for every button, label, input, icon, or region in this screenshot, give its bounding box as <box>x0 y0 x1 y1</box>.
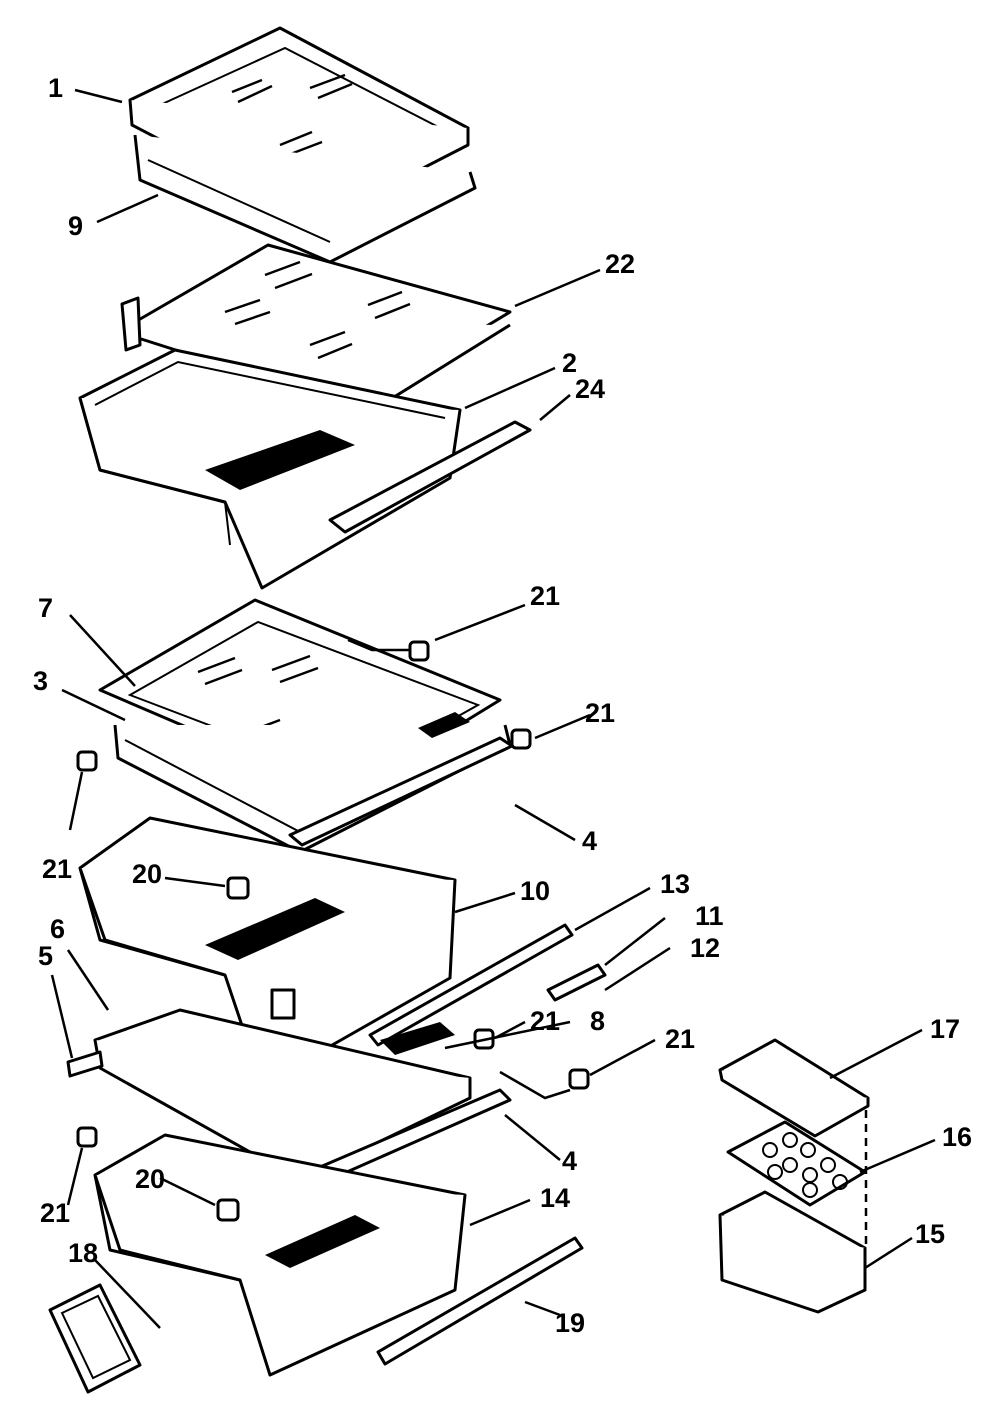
callout-21-b: 21 <box>585 698 615 728</box>
callout-5: 5 <box>38 941 53 971</box>
callout-21-c: 21 <box>42 854 72 884</box>
callout-16: 16 <box>942 1122 972 1152</box>
part-13-rail <box>368 923 574 1047</box>
callout-8: 8 <box>590 1006 605 1036</box>
callout-21-e: 21 <box>665 1024 695 1054</box>
callout-24: 24 <box>575 374 605 404</box>
part-15-egg-bin <box>718 1190 867 1314</box>
callout-20-b: 20 <box>135 1164 165 1194</box>
callout-1: 1 <box>48 73 63 103</box>
part-2-upper-crisper-drawer <box>78 348 462 590</box>
callout-21-a: 21 <box>530 581 560 611</box>
part-5-bracket <box>66 1050 104 1078</box>
callout-6: 6 <box>50 914 65 944</box>
callout-11: 11 <box>695 901 724 931</box>
part-16-egg-tray <box>726 1120 867 1207</box>
callout-labels: 1 9 22 2 24 7 21 3 21 4 21 20 10 13 11 1… <box>33 73 972 1338</box>
callout-12: 12 <box>690 933 720 963</box>
callout-10: 10 <box>520 876 550 906</box>
callout-9: 9 <box>68 211 83 241</box>
callout-4-b: 4 <box>562 1146 577 1176</box>
part-19-bottom-rail <box>376 1236 584 1366</box>
part-22-crisper-cover <box>120 243 512 414</box>
callout-21-d: 21 <box>530 1006 560 1036</box>
part-6-lower-shelf-frame <box>93 1008 472 1182</box>
callout-15: 15 <box>915 1219 945 1249</box>
part-10-middle-crisper-drawer <box>78 816 457 1087</box>
callout-14: 14 <box>540 1183 570 1213</box>
callout-18: 18 <box>68 1238 98 1268</box>
callout-13: 13 <box>660 869 690 899</box>
callout-20-a: 20 <box>132 859 162 889</box>
part-14-lower-crisper-drawer <box>93 1133 467 1377</box>
callout-22: 22 <box>605 249 635 279</box>
callout-4-a: 4 <box>582 826 597 856</box>
callout-21-f: 21 <box>40 1198 70 1228</box>
clip-icons <box>76 640 590 1222</box>
part-11-12-slide <box>546 963 607 1002</box>
callout-19: 19 <box>555 1308 585 1338</box>
part-18-label-plate <box>48 1283 142 1394</box>
callout-7: 7 <box>38 593 53 623</box>
callout-17: 17 <box>930 1014 960 1044</box>
callout-3: 3 <box>33 666 48 696</box>
leader-lines <box>50 88 936 1329</box>
callout-2: 2 <box>562 348 577 378</box>
part-17-egg-tray-lid <box>718 1038 870 1138</box>
part-24-handle-trim <box>328 420 532 534</box>
